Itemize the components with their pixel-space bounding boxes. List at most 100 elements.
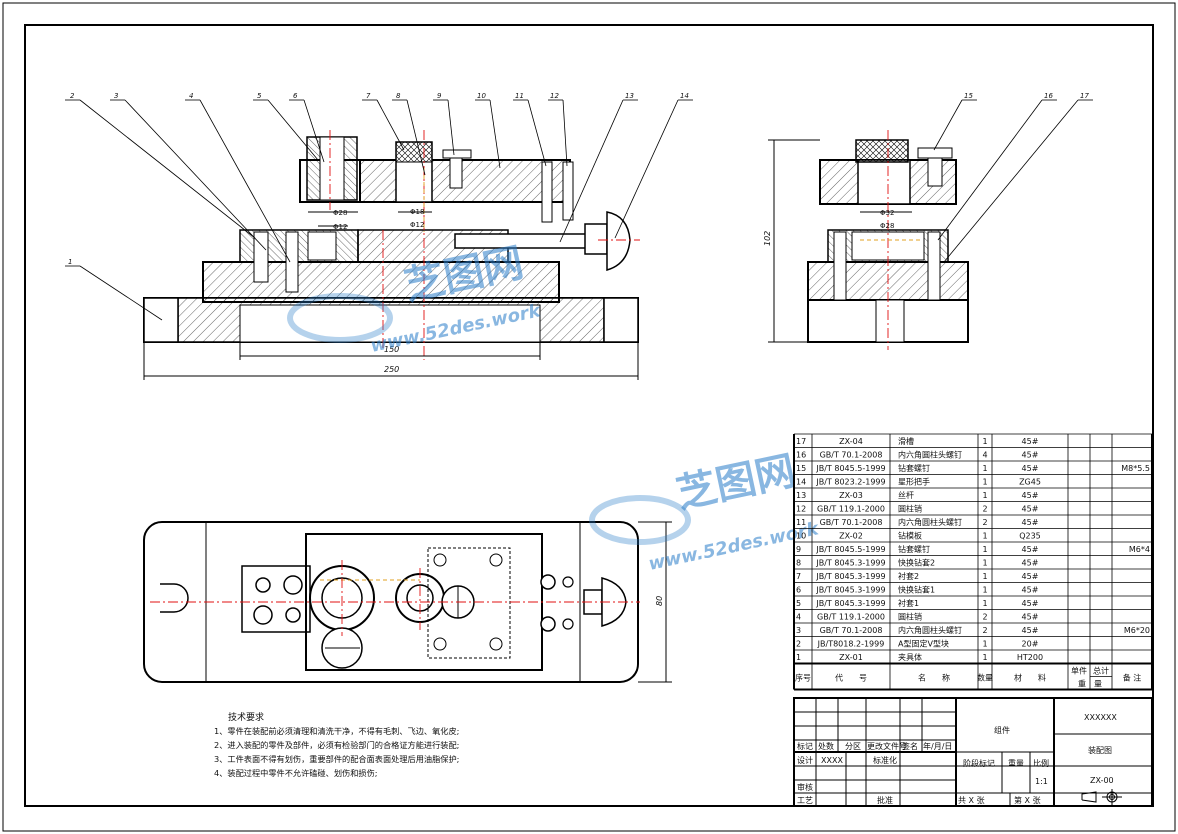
bom-row-qty: 1 (982, 491, 987, 500)
bom-row-qty: 2 (982, 505, 987, 514)
bom-header-note: 备 注 (1123, 673, 1142, 683)
bom-row-name: 内六角圆柱头螺钉 (898, 450, 962, 460)
tb-stage: 阶段标记 (963, 758, 995, 768)
bom-row-no: 14 (796, 478, 806, 487)
bom-row-material: 45# (1022, 545, 1039, 554)
balloon-13: 13 (625, 92, 634, 100)
tb-sheet: 第 X 张 (1014, 795, 1041, 805)
bom-row-qty: 1 (982, 640, 987, 649)
tb-drawing-name: 装配图 (1088, 745, 1112, 755)
dim-dia-b: Φ18 (410, 208, 424, 216)
bom-row-code: ZX-03 (839, 491, 863, 500)
bom-header-qty: 数量 (977, 673, 993, 683)
dim-150: 150 (384, 345, 399, 354)
tb-code-top: XXXXXX (1084, 713, 1117, 722)
title-block: 组件 XXXXXX 装配图 ZX-00 标记 处数 分区 更改文件号 签名 年/… (793, 697, 1153, 807)
bom-row-code: GB/T 119.1-2000 (817, 613, 885, 622)
tb-scale: 比例 (1033, 758, 1049, 768)
bom-row-qty: 2 (982, 518, 987, 527)
bom-row-no: 1 (796, 653, 801, 662)
bom-row-material: 45# (1022, 599, 1039, 608)
tb-sign: 签名 (902, 741, 918, 751)
bom-row-name: 钻套螺钉 (898, 544, 930, 554)
bom-row-name: 衬套1 (898, 598, 919, 608)
tb-weight: 重量 (1008, 758, 1024, 768)
bom-row-material: 45# (1022, 613, 1039, 622)
bom-header-material: 材 料 (1014, 673, 1046, 683)
bom-row-code: GB/T 70.1-2008 (820, 451, 883, 460)
bom-row-material: 45# (1022, 437, 1039, 446)
side-section-view: Φ32 Φ28 102 15 16 17 (763, 92, 1093, 350)
tech-line-4: 4、装配过程中零件不允许磕碰、划伤和损伤; (214, 768, 378, 778)
bom-row-no: 13 (796, 491, 806, 500)
balloon-10: 10 (477, 92, 486, 100)
bom-row-qty: 1 (982, 599, 987, 608)
bom-row-qty: 1 (982, 478, 987, 487)
tb-count: 处数 (818, 741, 834, 751)
bom-row-code: ZX-01 (839, 653, 863, 662)
bom-row-no: 3 (796, 626, 801, 635)
balloon-8: 8 (396, 92, 401, 100)
bom-row-name: 丝杆 (898, 490, 914, 500)
bom-row-name: 圆柱销 (898, 612, 922, 622)
dim-102: 102 (763, 231, 772, 246)
tb-scale-val: 1:1 (1035, 777, 1048, 786)
balloon-14: 14 (680, 92, 689, 100)
bom-row-material: 45# (1022, 464, 1039, 473)
bom-row-material: 45# (1022, 586, 1039, 595)
tb-designer: XXXX (821, 756, 843, 765)
front-section-view: 150 250 Φ28 Φ12 Φ18 Φ12 (65, 92, 693, 380)
tb-date: 年/月/日 (923, 741, 952, 751)
bom-row-material: 45# (1022, 572, 1039, 581)
bom-row-name: 快换钻套2 (898, 558, 935, 568)
bom-header-unit: 单件 (1071, 666, 1087, 676)
bom-row-note: M6*20 (1124, 626, 1150, 635)
bom-row-no: 11 (796, 518, 806, 527)
tb-design: 设计 (797, 755, 813, 765)
bom-row-no: 8 (796, 559, 801, 568)
bom-row-name: 圆柱销 (898, 504, 922, 514)
bom-row-note: M8*5.5 (1121, 464, 1150, 473)
balloon-2: 2 (70, 92, 75, 100)
bom-row-qty: 1 (982, 559, 987, 568)
bom-row-material: 45# (1022, 491, 1039, 500)
bom-row-qty: 1 (982, 464, 987, 473)
balloon-7: 7 (366, 92, 371, 100)
bom-row-name: 内六角圆柱头螺钉 (898, 517, 962, 527)
side-dim-dia-e: Φ28 (880, 222, 894, 230)
bom-row-no: 10 (796, 532, 806, 541)
bom-row-name: 夹具体 (898, 652, 922, 662)
bom-row-code: JB/T 8045.3-1999 (815, 559, 885, 568)
balloon-12: 12 (550, 92, 559, 100)
bom-row-name: 快换钻套1 (898, 585, 935, 595)
bom-row-qty: 1 (982, 653, 987, 662)
bom-row-qty: 1 (982, 532, 987, 541)
bom-row-code: JB/T 8045.5-1999 (815, 545, 885, 554)
bom-row-material: HT200 (1017, 653, 1043, 662)
bom-row-code: ZX-04 (839, 437, 863, 446)
bom-row-name: 星形把手 (898, 477, 930, 487)
bom-row-no: 12 (796, 505, 806, 514)
bom-row-code: ZX-02 (839, 532, 863, 541)
technical-requirements: 技术要求 1、零件在装配前必须清理和清洗干净，不得有毛刺、飞边、氧化皮; 2、进… (214, 711, 459, 778)
bom-row-code: JB/T 8045.3-1999 (815, 586, 885, 595)
balloon-11: 11 (515, 92, 524, 100)
dim-250: 250 (384, 365, 399, 374)
side-dim-dia-d: Φ32 (880, 209, 894, 217)
bom-row-name: A型固定V型块 (898, 639, 949, 649)
bom-row-code: GB/T 119.1-2000 (817, 505, 885, 514)
bom-row-code: GB/T 70.1-2008 (820, 518, 883, 527)
balloon-1: 1 (68, 258, 72, 266)
bom-row-no: 15 (796, 464, 806, 473)
bom-header-code: 代 号 (835, 673, 867, 683)
bom-row-qty: 2 (982, 626, 987, 635)
tb-sheets: 共 X 张 (958, 796, 985, 805)
bom-row-no: 7 (796, 572, 801, 581)
bom-row-no: 16 (796, 451, 806, 460)
dim-dia-f: Φ12 (333, 223, 347, 231)
bom-row-material: 45# (1022, 518, 1039, 527)
bom-row-qty: 1 (982, 572, 987, 581)
bom-row-name: 滑槽 (898, 436, 914, 446)
